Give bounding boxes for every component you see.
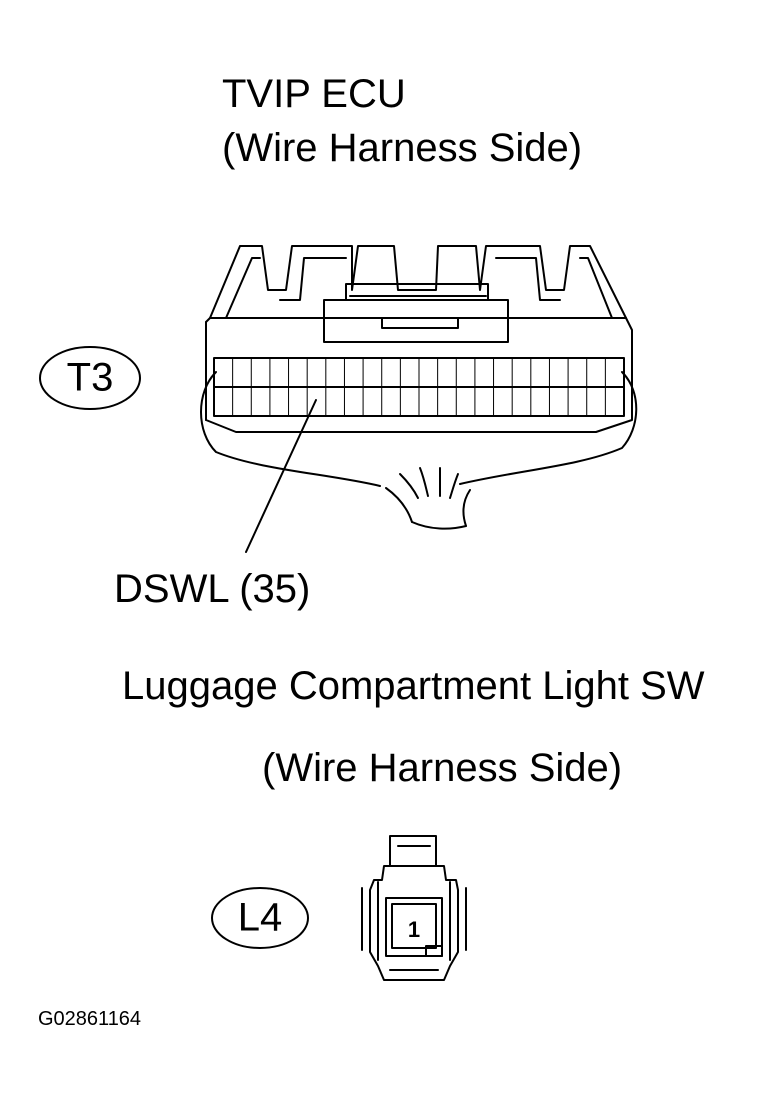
l4-badge-outline: [211, 887, 309, 949]
switch-pin-number: 1: [407, 917, 421, 942]
t3-badge-outline: [39, 346, 141, 410]
t3-connector-id: T3: [66, 355, 114, 400]
figure-code: G02861164: [38, 1008, 142, 1030]
ecu-title: TVIP ECU: [222, 72, 406, 116]
dswl-pin-callout: DSWL (35): [114, 567, 311, 611]
switch-title: Luggage Compartment Light SW: [122, 664, 705, 708]
ecu-pin-grid: [232, 357, 606, 417]
switch-connector-drawing: [361, 835, 467, 981]
l4-connector-id: L4: [237, 895, 283, 940]
ecu-subtitle: (Wire Harness Side): [222, 126, 583, 170]
switch-subtitle: (Wire Harness Side): [262, 746, 623, 790]
